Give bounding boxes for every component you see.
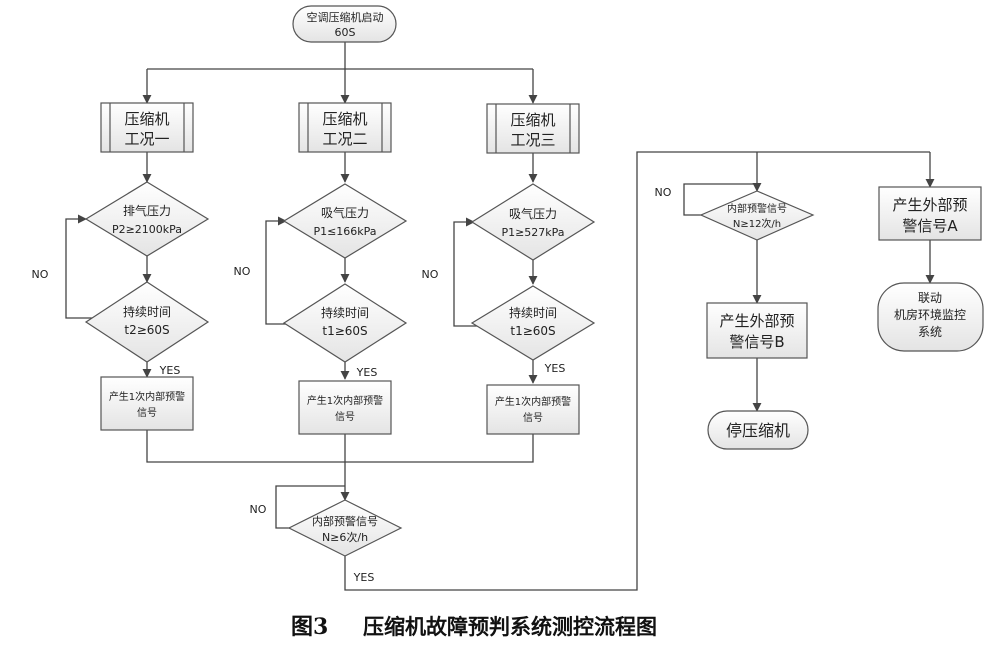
condition-3-title: 压缩机 — [510, 111, 555, 129]
signal-a-line2: 警信号A — [902, 217, 958, 235]
signal-a-line1: 产生外部预 — [892, 196, 967, 214]
condition-1-pressure-label: 排气压力 — [123, 203, 171, 218]
start-label: 空调压缩机启动 — [307, 10, 384, 24]
high-check-threshold: N≥12次/h — [733, 217, 781, 230]
condition-2-pressure-threshold: P1≤166kPa — [313, 225, 376, 238]
count-check-yes-label: YES — [353, 571, 375, 584]
condition-2-duration-threshold: t1≥60S — [322, 324, 367, 338]
condition-1-no-label: NO — [32, 268, 49, 281]
count-check-decision: 内部预警信号 N≥6次/h — [287, 499, 403, 557]
signal-a-box: 产生外部预 警信号A — [878, 186, 982, 241]
condition-2-pressure-label: 吸气压力 — [321, 205, 369, 220]
condition-1-signal-box: 产生1次内部预警 信号 — [100, 376, 194, 431]
condition-3-pressure-label: 吸气压力 — [509, 206, 557, 221]
count-check-label: 内部预警信号 — [312, 514, 378, 528]
condition-3-subtitle: 工况三 — [510, 131, 555, 149]
high-check-decision: 内部预警信号 N≥12次/h — [699, 190, 815, 241]
condition-1-duration-label: 持续时间 — [123, 304, 171, 319]
condition-1-yes-label: YES — [159, 364, 181, 377]
linkage-line1: 联动 — [918, 291, 942, 305]
signal-b-line1: 产生外部预 — [719, 312, 794, 330]
signal-b-box: 产生外部预 警信号B — [706, 302, 808, 359]
start-terminal: 空调压缩机启动 60S — [292, 5, 397, 43]
condition-2-box: 压缩机 工况二 — [298, 102, 392, 153]
signal-b-line2: 警信号B — [729, 333, 784, 351]
condition-2-signal-line1: 产生1次内部预警 — [307, 394, 383, 407]
condition-3-box: 压缩机 工况三 — [486, 103, 580, 154]
count-check-no-label: NO — [250, 503, 267, 516]
condition-3-signal-box: 产生1次内部预警 信号 — [486, 384, 580, 435]
condition-2-duration-label: 持续时间 — [321, 305, 369, 320]
condition-2-duration-decision: 持续时间 t1≥60S — [282, 283, 408, 363]
condition-1-duration-threshold: t2≥60S — [124, 323, 169, 337]
linkage-line3: 系统 — [918, 325, 942, 339]
condition-3-no-label: NO — [422, 268, 439, 281]
condition-1: 压缩机 工况一 排气压力 P2≥2100kPa 持续时间 t2≥60S NO Y… — [32, 102, 210, 431]
high-check-label: 内部预警信号 — [727, 202, 787, 215]
condition-2-pressure-decision: 吸气压力 P1≤166kPa — [282, 183, 408, 259]
condition-1-pressure-decision: 排气压力 P2≥2100kPa — [84, 181, 210, 257]
caption-title: 压缩机故障预判系统测控流程图 — [363, 614, 657, 639]
start-duration: 60S — [335, 26, 356, 39]
condition-3-pressure-threshold: P1≥527kPa — [501, 226, 564, 239]
condition-3-signal-line1: 产生1次内部预警 — [495, 395, 571, 408]
condition-1-box: 压缩机 工况一 — [100, 102, 194, 153]
condition-3-duration-threshold: t1≥60S — [510, 324, 555, 338]
condition-1-title: 压缩机 — [124, 110, 169, 128]
linkage-line2: 机房环境监控 — [894, 307, 966, 322]
caption-label: 图3 — [291, 614, 328, 640]
condition-2-signal-box: 产生1次内部预警 信号 — [298, 380, 392, 435]
condition-3-pressure-decision: 吸气压力 P1≥527kPa — [470, 183, 596, 261]
high-check-no-label: NO — [655, 186, 672, 199]
condition-3-duration-label: 持续时间 — [509, 305, 557, 320]
condition-3: 压缩机 工况三 吸气压力 P1≥527kPa 持续时间 t1≥60S NO YE… — [422, 103, 596, 435]
condition-2-title: 压缩机 — [322, 110, 367, 128]
figure-caption: 图3 压缩机故障预判系统测控流程图 — [291, 614, 657, 640]
condition-2-yes-label: YES — [356, 366, 378, 379]
condition-3-duration-decision: 持续时间 t1≥60S — [470, 285, 596, 361]
condition-1-signal-line1: 产生1次内部预警 — [109, 390, 185, 403]
condition-1-subtitle: 工况一 — [124, 130, 169, 148]
linkage-terminal: 联动 机房环境监控 系统 — [877, 282, 984, 352]
condition-2-no-label: NO — [234, 265, 251, 278]
condition-3-yes-label: YES — [544, 362, 566, 375]
condition-3-signal-line2: 信号 — [523, 412, 543, 424]
condition-2-subtitle: 工况二 — [322, 130, 367, 148]
condition-1-pressure-threshold: P2≥2100kPa — [112, 223, 182, 236]
connectors — [65, 42, 935, 591]
condition-1-signal-line2: 信号 — [137, 407, 157, 419]
stop-terminal: 停压缩机 — [707, 410, 809, 450]
condition-1-duration-decision: 持续时间 t2≥60S — [84, 281, 210, 363]
stop-label: 停压缩机 — [726, 421, 790, 440]
condition-2-signal-line2: 信号 — [335, 411, 355, 423]
count-check-threshold: N≥6次/h — [322, 530, 368, 544]
condition-2: 压缩机 工况二 吸气压力 P1≤166kPa 持续时间 t1≥60S NO YE… — [234, 102, 408, 435]
